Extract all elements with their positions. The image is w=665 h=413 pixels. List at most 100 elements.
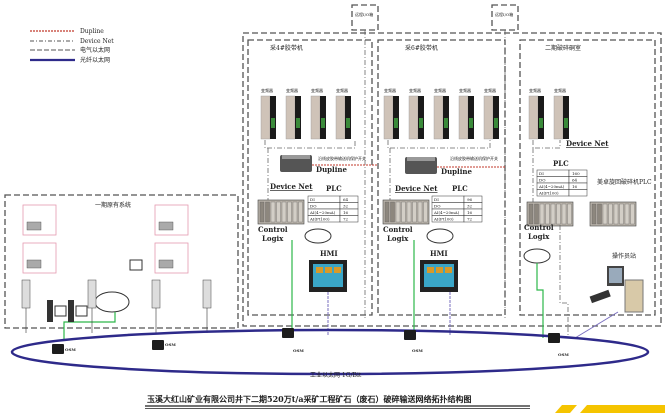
- svg-text:远程I/O箱: 远程I/O箱: [355, 11, 373, 17]
- inverter: 变频器: [553, 87, 569, 140]
- svg-text:DO: DO: [434, 204, 441, 209]
- osm-label: OSM: [558, 352, 569, 357]
- osm-label: OSM: [65, 347, 76, 352]
- dupline-label: Dupline: [316, 165, 347, 174]
- inverter: 变频器: [383, 87, 399, 140]
- plc-rack: [382, 199, 430, 225]
- plc-label: PLC: [326, 184, 342, 193]
- svg-text:DI: DI: [539, 171, 544, 176]
- plc-rack: [526, 201, 574, 227]
- inverter: 变频器: [408, 87, 424, 140]
- belt4-title: 采4#胶带机: [270, 44, 303, 52]
- svg-text:16: 16: [467, 210, 473, 215]
- inverter: 变频器: [285, 87, 301, 140]
- device-net-label: Device Net: [566, 139, 609, 148]
- plc-rack: [589, 201, 637, 227]
- svg-text:Logix: Logix: [528, 232, 550, 241]
- svg-text:16: 16: [343, 210, 349, 215]
- svg-text:变频器: 变频器: [261, 87, 273, 93]
- svg-text:72: 72: [343, 217, 349, 222]
- plc-label: PLC: [553, 159, 569, 168]
- inverter: 变频器: [528, 87, 544, 140]
- svg-text:AI(4~20mA): AI(4~20mA): [538, 184, 565, 189]
- legend: Dupline Device Net 电气以太网 光纤以太网: [30, 28, 114, 64]
- svg-text:沿线皮胶带输送机保护开关: 沿线皮胶带输送机保护开关: [318, 155, 366, 161]
- svg-text:变频器: 变频器: [529, 87, 541, 93]
- phase1-area: [4, 194, 239, 329]
- belt4-area: [247, 39, 373, 316]
- svg-text:变频器: 变频器: [484, 87, 496, 93]
- svg-text:沿线皮胶带输送机保护开关: 沿线皮胶带输送机保护开关: [450, 155, 498, 161]
- svg-text:变频器: 变频器: [459, 87, 471, 93]
- decor-stripe: [580, 405, 665, 413]
- device-net-label: Device Net: [270, 182, 313, 191]
- decor-stripe: [555, 405, 577, 413]
- svg-text:DO: DO: [539, 178, 546, 183]
- osm-switch: OSM: [152, 340, 176, 350]
- inverter: 变频器: [310, 87, 326, 140]
- svg-text:DI: DI: [310, 197, 315, 202]
- svg-text:DI: DI: [434, 197, 439, 202]
- svg-text:160: 160: [572, 171, 580, 176]
- svg-text:Logix: Logix: [387, 234, 409, 243]
- svg-text:DO: DO: [310, 204, 317, 209]
- phase1-equipment: [21, 204, 212, 333]
- osm-switch: OSM: [548, 333, 569, 357]
- svg-text:32: 32: [467, 204, 473, 209]
- plc-label: PLC: [452, 184, 468, 193]
- svg-text:96: 96: [467, 197, 473, 202]
- svg-text:远程I/O箱: 远程I/O箱: [495, 11, 513, 17]
- svg-text:变频器: 变频器: [554, 87, 566, 93]
- svg-text:变频器: 变频器: [434, 87, 446, 93]
- osm-label: OSM: [165, 342, 176, 347]
- svg-text:AI(Pt100): AI(Pt100): [433, 217, 454, 222]
- svg-text:32: 32: [343, 204, 349, 209]
- metso-plc-label: 美卓旋回破碎机PLC: [597, 178, 652, 186]
- operator-computer-icon: [559, 225, 644, 339]
- svg-text:AI(Pt100): AI(Pt100): [309, 217, 330, 222]
- hmi-screen: [309, 260, 347, 335]
- dupline-label: Dupline: [441, 167, 472, 176]
- svg-text:变频器: 变频器: [311, 87, 323, 93]
- phase1-title: 一期原有系统: [95, 201, 131, 209]
- svg-text:AI(4~20mA): AI(4~20mA): [433, 210, 460, 215]
- svg-text:AI(Pt100): AI(Pt100): [538, 191, 559, 196]
- svg-text:AI(4~20mA): AI(4~20mA): [309, 210, 336, 215]
- device-net-label: Device Net: [395, 184, 438, 193]
- belt-protection-device: 沿线皮胶带输送机保护开关 Dupline: [405, 155, 505, 176]
- osm-switch: OSM: [52, 344, 76, 354]
- belt6-title: 采6#胶带机: [405, 44, 438, 52]
- osm-label: OSM: [293, 348, 304, 353]
- osm-switch: OSM: [282, 328, 304, 353]
- belt-protection-device: 沿线皮胶带输送机保护开关 Dupline: [280, 155, 378, 174]
- crusher-title: 二期破碎硐室: [545, 44, 581, 52]
- operator-station-label: 操作员站: [612, 252, 636, 260]
- legend-dupline: Dupline: [80, 28, 104, 35]
- belt6-area: [377, 39, 506, 316]
- svg-text:16: 16: [572, 184, 578, 189]
- hmi-label: HMI: [430, 249, 448, 258]
- ethernet-switch: [63, 228, 551, 340]
- controllogix-label: Control: [258, 225, 288, 234]
- svg-text:Logix: Logix: [262, 234, 284, 243]
- inverter: 变频器: [335, 87, 351, 140]
- svg-text:72: 72: [467, 217, 473, 222]
- controllogix-label: Control: [524, 223, 554, 232]
- inverter: 变频器: [458, 87, 474, 140]
- ring-label: 工业以太网 1G/Bit: [310, 371, 362, 379]
- plc-rack: [257, 199, 305, 225]
- osm-label: OSM: [412, 348, 423, 353]
- legend-electrical-ethernet: 电气以太网: [80, 46, 110, 54]
- osm-switch: OSM: [404, 330, 423, 353]
- fiber-ring: [10, 328, 650, 376]
- legend-device-net: Device Net: [80, 38, 114, 45]
- legend-fiber-ethernet: 光纤以太网: [80, 56, 110, 64]
- crusher-area: [519, 39, 656, 316]
- controllogix-label: Control: [383, 225, 413, 234]
- svg-text:64: 64: [572, 178, 578, 183]
- svg-text:64: 64: [343, 197, 349, 202]
